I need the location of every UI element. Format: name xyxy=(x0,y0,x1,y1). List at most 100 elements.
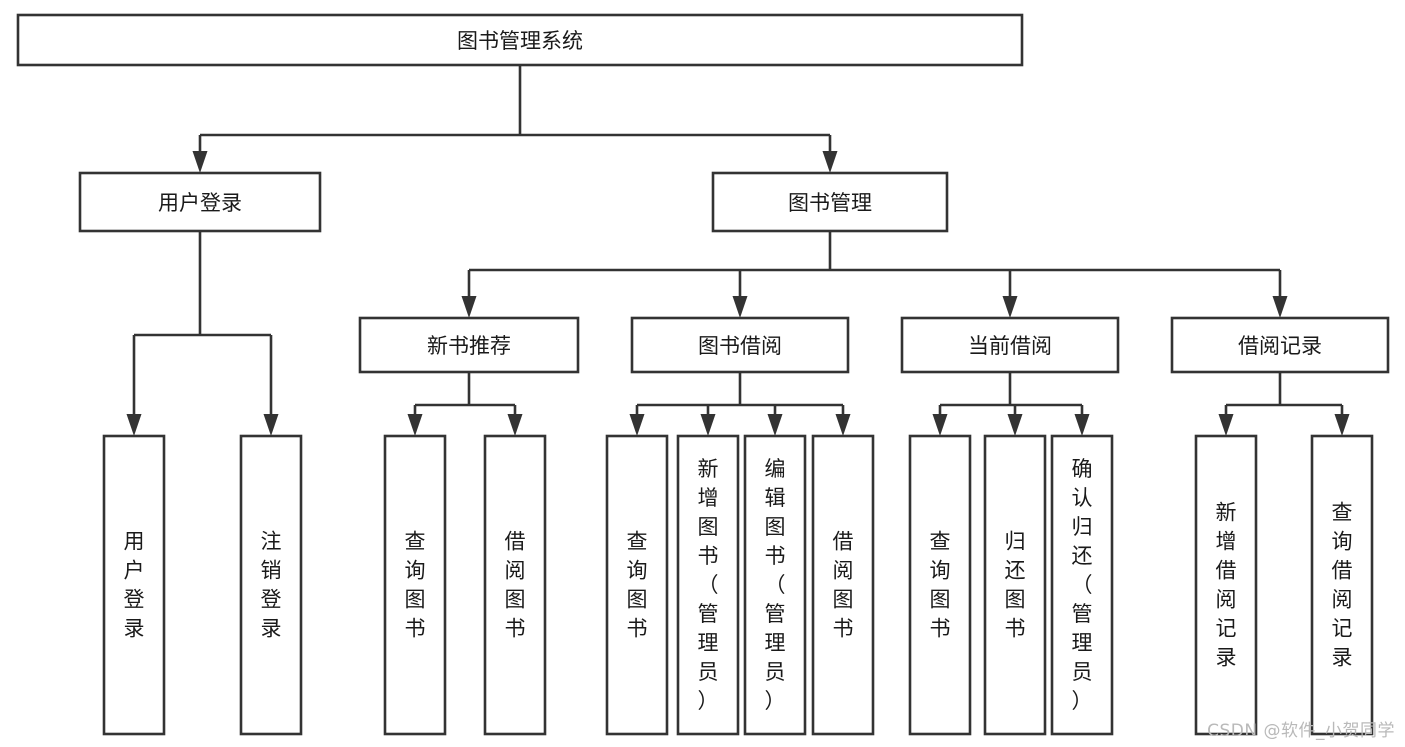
node-leaf_query_book_3[interactable]: 查询图书查询图书 xyxy=(908,434,972,736)
node-box-borrow[interactable] xyxy=(630,316,850,374)
node-leaf_borrow_book_1[interactable]: 借阅图书借阅图书 xyxy=(483,434,547,736)
arrow-head-icon xyxy=(629,414,645,436)
node-box-leaf_add_record[interactable] xyxy=(1194,434,1258,736)
node-box-leaf_user_login[interactable] xyxy=(102,434,166,736)
node-label-char: 归 xyxy=(1072,515,1093,539)
node-label-char: 查 xyxy=(405,530,426,554)
arrow-head-icon xyxy=(1334,414,1350,436)
node-label-char: 辑 xyxy=(765,486,786,510)
node-leaf_query_record[interactable]: 查询借阅记录查询借阅记录 xyxy=(1310,434,1374,736)
node-label-char: 查 xyxy=(627,530,648,554)
node-label-records: 借阅记录 xyxy=(1238,334,1322,358)
connector-group-borrow xyxy=(629,372,851,436)
node-label-char: 图 xyxy=(930,588,951,612)
node-leaf_query_book_2[interactable]: 查询图书查询图书 xyxy=(605,434,669,736)
arrow-head-icon xyxy=(1218,414,1234,436)
node-label-char: 书 xyxy=(505,617,526,641)
node-label-char: 新 xyxy=(1216,501,1237,525)
node-leaf_query_book_1[interactable]: 查询图书查询图书 xyxy=(383,434,447,736)
node-label-char: ） xyxy=(765,689,786,713)
node-leaf_user_login[interactable]: 用户登录用户登录 xyxy=(102,434,166,736)
node-label-char: 查 xyxy=(1332,501,1353,525)
node-label-char: 图 xyxy=(1005,588,1026,612)
node-label-char: 员 xyxy=(765,660,786,684)
node-label-char: 管 xyxy=(698,602,719,626)
node-box-leaf_user_logout[interactable] xyxy=(239,434,303,736)
connector-group-current xyxy=(932,372,1090,436)
node-label-char: 管 xyxy=(1072,602,1093,626)
node-label-char: 理 xyxy=(698,631,719,655)
node-box-records[interactable] xyxy=(1170,316,1390,374)
node-label-char: 理 xyxy=(765,631,786,655)
node-current[interactable]: 当前借阅 xyxy=(900,316,1120,374)
node-leaf_return_book[interactable]: 归还图书归还图书 xyxy=(983,434,1047,736)
connector-group-root xyxy=(192,65,838,173)
node-label-char: 员 xyxy=(698,660,719,684)
node-label-char: 借 xyxy=(833,530,854,554)
arrow-head-icon xyxy=(1074,414,1090,436)
node-leaf_borrow_book_2[interactable]: 借阅图书借阅图书 xyxy=(811,434,875,736)
node-label-char: （ xyxy=(698,573,719,597)
node-leaf_add_record[interactable]: 新增借阅记录新增借阅记录 xyxy=(1194,434,1258,736)
arrow-head-icon xyxy=(767,414,783,436)
node-label-char: 询 xyxy=(930,559,951,583)
node-label-char: 图 xyxy=(627,588,648,612)
node-box-newbook[interactable] xyxy=(358,316,580,374)
node-label-char: 图 xyxy=(405,588,426,612)
node-label-char: 书 xyxy=(405,617,426,641)
node-label-current: 当前借阅 xyxy=(968,334,1052,358)
arrow-head-icon xyxy=(732,296,748,318)
node-label-char: 询 xyxy=(1332,530,1353,554)
node-box-leaf_borrow_book_2[interactable] xyxy=(811,434,875,736)
node-label-char: 登 xyxy=(124,588,145,612)
node-label-char: 阅 xyxy=(505,559,526,583)
node-box-leaf_edit_book[interactable] xyxy=(743,434,807,736)
node-box-leaf_query_book_2[interactable] xyxy=(605,434,669,736)
node-box-leaf_query_record[interactable] xyxy=(1310,434,1374,736)
connector-group-records xyxy=(1218,372,1350,436)
arrow-head-icon xyxy=(1002,296,1018,318)
node-label-char: 借 xyxy=(505,530,526,554)
node-label-char: 用 xyxy=(124,530,145,554)
node-box-bookmgmt[interactable] xyxy=(711,171,949,233)
node-label-char: 书 xyxy=(627,617,648,641)
node-box-current[interactable] xyxy=(900,316,1120,374)
node-bookmgmt[interactable]: 图书管理 xyxy=(711,171,949,233)
node-borrow[interactable]: 图书借阅 xyxy=(630,316,850,374)
node-records[interactable]: 借阅记录 xyxy=(1170,316,1390,374)
arrow-head-icon xyxy=(822,151,838,173)
node-box-login[interactable] xyxy=(78,171,322,233)
node-box-leaf_borrow_book_1[interactable] xyxy=(483,434,547,736)
node-root[interactable]: 图书管理系统 xyxy=(16,13,1024,67)
node-label-char: 销 xyxy=(261,559,282,583)
connector-group-login xyxy=(126,231,279,436)
node-box-leaf_confirm_return[interactable] xyxy=(1050,434,1114,736)
node-label-char: 编 xyxy=(765,457,786,481)
node-label-char: ） xyxy=(698,689,719,713)
arrow-head-icon xyxy=(507,414,523,436)
node-label-char: 录 xyxy=(124,617,145,641)
node-box-leaf_query_book_3[interactable] xyxy=(908,434,972,736)
node-label-char: 录 xyxy=(1216,646,1237,670)
node-newbook[interactable]: 新书推荐 xyxy=(358,316,580,374)
node-box-leaf_return_book[interactable] xyxy=(983,434,1047,736)
node-box-leaf_query_book_1[interactable] xyxy=(383,434,447,736)
node-label-char: 图 xyxy=(505,588,526,612)
node-label-char: 询 xyxy=(405,559,426,583)
node-label-char: 阅 xyxy=(833,559,854,583)
node-label-char: 询 xyxy=(627,559,648,583)
arrow-head-icon xyxy=(835,414,851,436)
node-leaf_user_logout[interactable]: 注销登录注销登录 xyxy=(239,434,303,736)
node-label-char: 还 xyxy=(1072,544,1093,568)
connector-layer xyxy=(126,65,1350,436)
node-login[interactable]: 用户登录 xyxy=(78,171,322,233)
node-label-bookmgmt: 图书管理 xyxy=(788,191,872,215)
node-box-root[interactable] xyxy=(16,13,1024,67)
connector-group-bookmgmt xyxy=(461,231,1288,318)
watermark-text: CSDN @软件_小贺同学 xyxy=(1207,721,1395,741)
node-box-leaf_add_book[interactable] xyxy=(676,434,740,736)
node-label-char: 增 xyxy=(1216,530,1237,554)
